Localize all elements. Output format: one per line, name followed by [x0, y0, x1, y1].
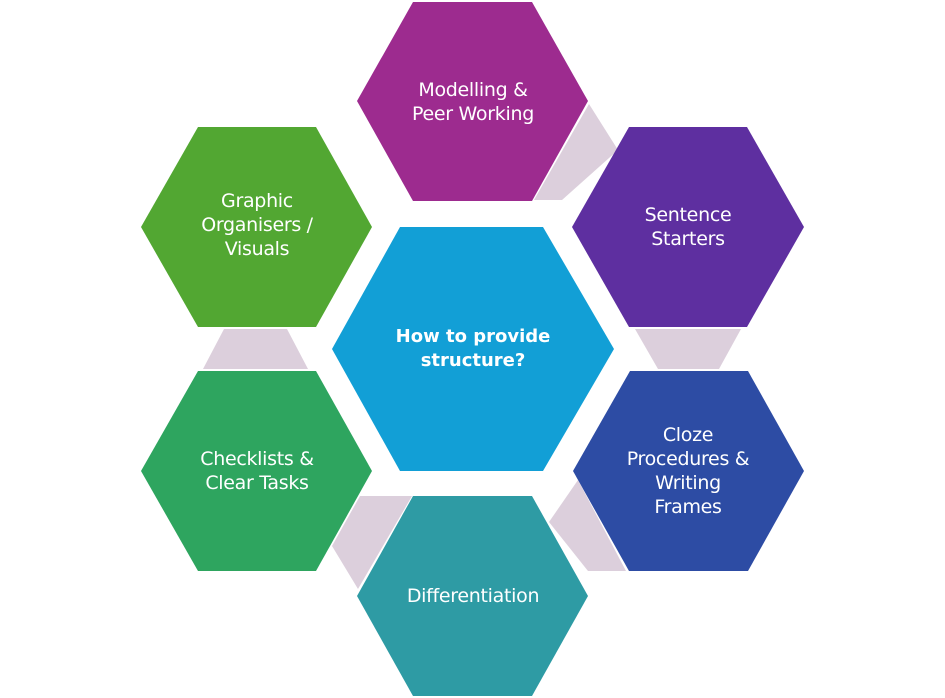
label-line: Starters — [651, 228, 725, 250]
differentiation-label: Differentiation — [365, 546, 581, 646]
label-line: Organisers / — [201, 214, 313, 236]
label-line: Clear Tasks — [205, 472, 309, 494]
sentence-starters-label: Sentence Starters — [580, 177, 796, 277]
label-line: Frames — [654, 496, 722, 518]
connector-differentiation-to-checklists — [332, 496, 412, 589]
hex-graphic-organisers — [141, 127, 372, 327]
center-label-line: structure? — [420, 350, 526, 371]
label-line: Peer Working — [412, 103, 534, 125]
checklists-label: Checklists & Clear Tasks — [149, 421, 365, 521]
connector-checklists-to-graphic — [203, 329, 308, 369]
label-line: Differentiation — [406, 585, 540, 607]
label-line: Graphic — [221, 190, 293, 212]
graphic-organisers-label: Graphic Organisers / Visuals — [149, 165, 365, 285]
connector-sentence-to-cloze — [635, 329, 741, 369]
modelling-label: Modelling & Peer Working — [365, 52, 581, 152]
label-line: Cloze — [662, 424, 714, 446]
hex-differentiation — [357, 496, 588, 696]
connector-modelling-to-sentence — [534, 104, 618, 200]
label-line: Checklists & — [200, 448, 314, 470]
hex-sentence-starters — [572, 127, 804, 327]
label-line: Writing — [655, 472, 721, 494]
hex-modelling — [357, 2, 588, 201]
connector-cloze-to-differentiation — [549, 480, 626, 571]
hex-center — [332, 227, 614, 471]
center-label: How to provide structure? — [340, 300, 606, 398]
label-line: Modelling & — [418, 79, 528, 101]
label-line: Sentence — [644, 204, 732, 226]
label-line: Visuals — [224, 238, 290, 260]
hex-cloze — [573, 371, 804, 571]
center-label-line: How to provide — [395, 326, 551, 347]
hex-checklists — [141, 371, 372, 571]
label-line: Procedures & — [626, 448, 750, 470]
cloze-label: Cloze Procedures & Writing Frames — [580, 411, 796, 531]
